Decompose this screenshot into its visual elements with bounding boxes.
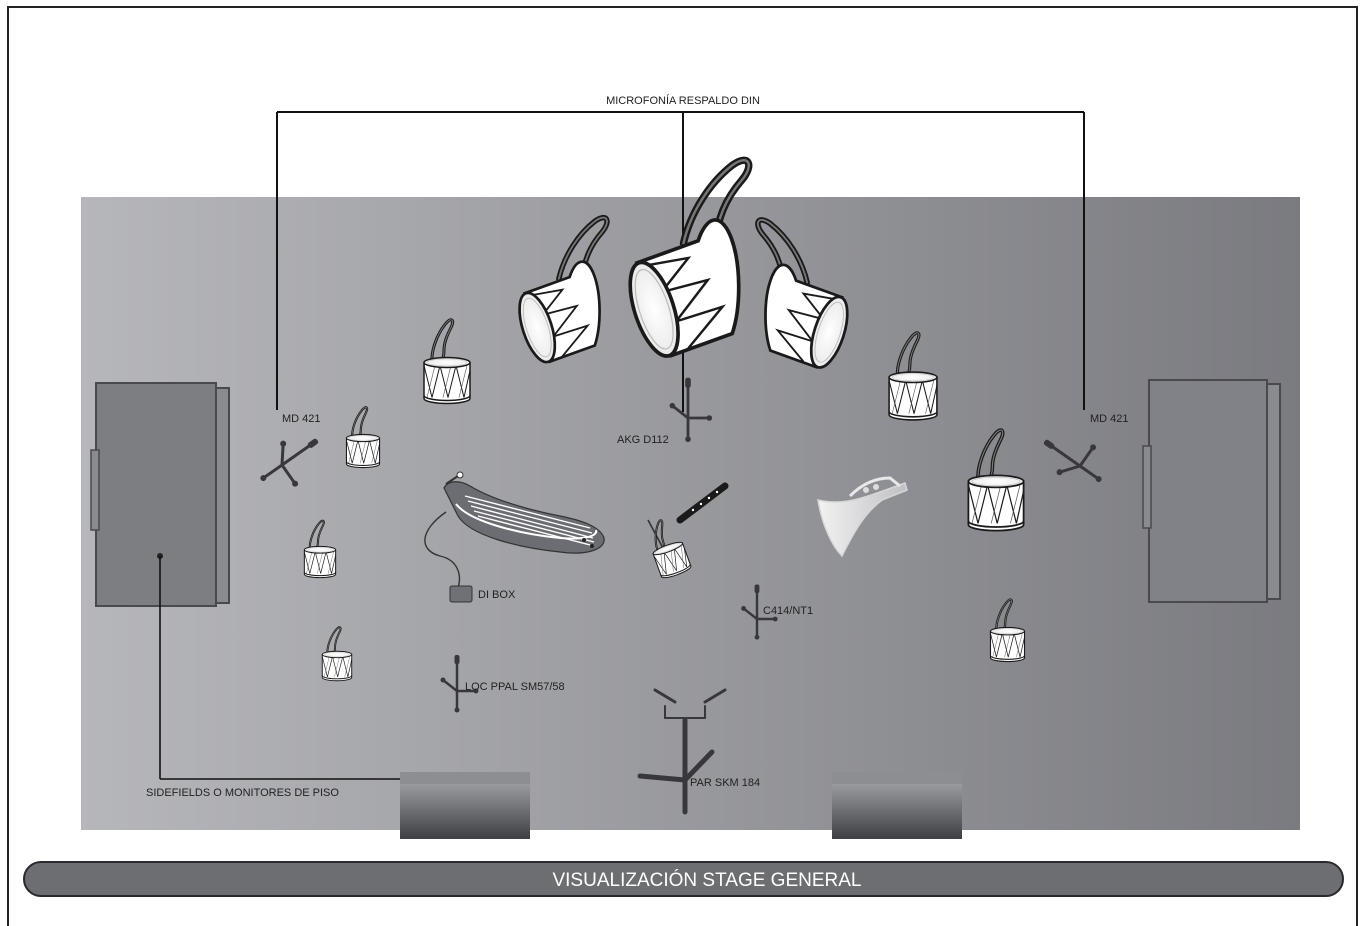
- di-box: [449, 585, 473, 603]
- sidefields-leader: [159, 556, 438, 780]
- label-md421-left: MD 421: [282, 413, 321, 425]
- label-par-skm: PAR SKM 184: [690, 777, 760, 789]
- page-border: [7, 6, 1358, 926]
- label-c414: C414/NT1: [763, 605, 813, 617]
- backing-mics-bracket: [276, 111, 1085, 412]
- mic-stand-par-skm: [637, 688, 727, 815]
- di-box-label: DI BOX: [478, 589, 516, 601]
- label-sidefields: SIDEFIELDS O MONITORES DE PISO: [146, 787, 339, 799]
- label-akg-d112: AKG D112: [617, 434, 669, 446]
- header-label: MICROFONÍA RESPALDO DIN: [606, 94, 760, 107]
- floor-monitor-left: [400, 772, 530, 839]
- right-speaker: [1142, 379, 1281, 603]
- label-md421-right: MD 421: [1090, 413, 1129, 425]
- footer-title: VISUALIZACIÓN STAGE GENERAL: [552, 869, 861, 891]
- label-loc-ppal: LOC PPAL SM57/58: [465, 681, 565, 693]
- string-instrument: [424, 471, 605, 589]
- left-speaker: [90, 382, 230, 607]
- floor-monitor-right: [832, 772, 962, 839]
- trumpet: [817, 476, 908, 558]
- footer-banner: [23, 861, 1344, 897]
- flute: [676, 482, 729, 524]
- small-drum-center: [641, 514, 694, 582]
